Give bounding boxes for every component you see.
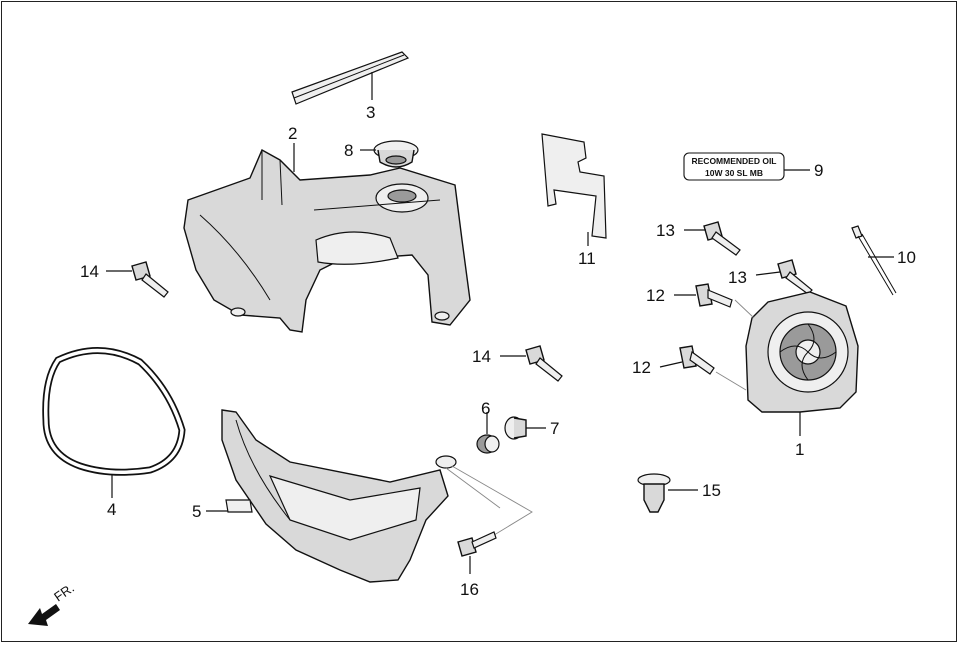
callout-4: 4 [107, 500, 116, 519]
callout-11: 11 [578, 249, 596, 268]
part-15-push-clip [637, 473, 671, 513]
part-13-bolt-lower [777, 259, 813, 295]
callout-12-lower: 12 [632, 358, 651, 377]
callout-5: 5 [192, 502, 201, 521]
callout-2: 2 [288, 124, 297, 143]
part-7-collar [504, 416, 527, 440]
callout-7: 7 [550, 419, 559, 438]
callout-14-center: 14 [472, 347, 491, 366]
part-8-cap [373, 140, 419, 168]
callout-16: 16 [460, 580, 479, 599]
part-5-lower-housing [221, 409, 457, 583]
oil-label-line-1: RECOMMENDED OIL [692, 156, 777, 166]
part-9-oil-label: RECOMMENDED OIL 10W 30 SL MB [683, 152, 785, 181]
front-direction-arrow-icon [28, 604, 60, 626]
callout-3: 3 [366, 103, 375, 122]
callout-9: 9 [814, 161, 823, 180]
front-direction-label: FR. [51, 580, 77, 604]
callout-10: 10 [897, 248, 916, 267]
part-1-fan-cover [745, 291, 859, 413]
oil-label-line-2: 10W 30 SL MB [705, 168, 763, 178]
part-2-upper-housing [183, 149, 471, 333]
part-12-bolt-upper [695, 283, 733, 308]
part-4-gasket [42, 347, 186, 476]
part-13-bolt-upper [703, 221, 741, 256]
part-6-grommet [476, 434, 500, 454]
callout-6: 6 [481, 399, 490, 418]
callout-14-left: 14 [80, 262, 99, 281]
part-10-cable-tie [851, 225, 897, 296]
callout-15: 15 [702, 481, 721, 500]
callout-13-upper: 13 [656, 221, 675, 240]
callout-12-upper: 12 [646, 286, 665, 305]
part-16-bolt [457, 531, 497, 557]
part-11-plate [541, 133, 607, 239]
part-14-bolt-left [131, 261, 169, 298]
part-12-bolt-lower [679, 345, 715, 375]
part-14-bolt-center [525, 345, 563, 382]
callout-1: 1 [795, 440, 804, 459]
callout-8: 8 [344, 141, 353, 160]
part-3-seal-strip [291, 51, 410, 105]
callout-13-lower: 13 [728, 268, 747, 287]
